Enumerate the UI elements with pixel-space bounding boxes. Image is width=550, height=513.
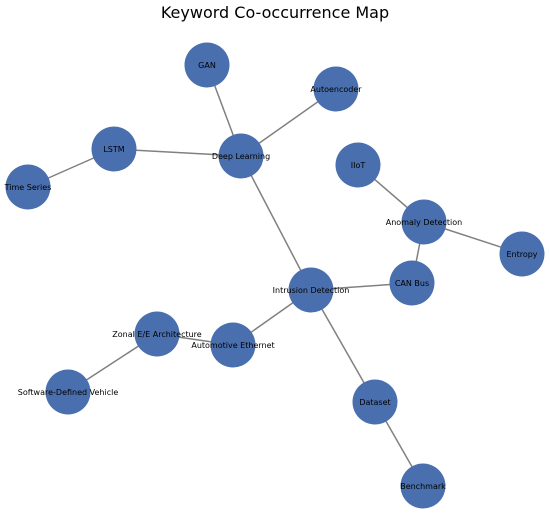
node-circle — [352, 379, 398, 425]
node-circle — [5, 164, 51, 210]
node-deep_learning: Deep Learning — [212, 133, 270, 179]
node-label: Anomaly Detection — [386, 218, 463, 227]
node-intrusion_detection: Intrusion Detection — [273, 267, 350, 313]
edge-deep_learning-intrusion_detection — [240, 155, 312, 291]
node-circle — [499, 231, 545, 277]
node-iiot: IIoT — [335, 142, 381, 188]
node-circle — [134, 311, 180, 357]
node-label: Deep Learning — [212, 152, 270, 161]
edge-layer — [27, 64, 523, 487]
node-circle — [210, 322, 256, 368]
node-anomaly_detection: Anomaly Detection — [386, 199, 463, 245]
node-can_bus: CAN Bus — [389, 260, 435, 306]
node-circle — [288, 267, 334, 313]
node-circle — [184, 42, 230, 88]
node-sdv: Software-Defined Vehicle — [18, 369, 119, 415]
node-circle — [218, 133, 264, 179]
node-label: Automotive Ethernet — [191, 341, 274, 350]
node-circle — [45, 369, 91, 415]
node-circle — [401, 199, 447, 245]
node-circle — [335, 142, 381, 188]
node-lstm: LSTM — [91, 126, 137, 172]
node-circle — [91, 126, 137, 172]
node-dataset: Dataset — [352, 379, 398, 425]
node-label: Benchmark — [400, 482, 446, 491]
node-label: GAN — [198, 61, 216, 70]
node-label: IIoT — [351, 161, 366, 170]
node-label: Zonal E/E Architecture — [112, 330, 202, 339]
node-time_series: Time Series — [4, 164, 52, 210]
node-automotive_ethernet: Automotive Ethernet — [191, 322, 275, 368]
node-gan: GAN — [184, 42, 230, 88]
node-zonal_ee: Zonal E/E Architecture — [112, 311, 202, 357]
node-autoencoder: Autoencoder — [310, 66, 362, 112]
node-circle — [400, 463, 446, 509]
node-benchmark: Benchmark — [400, 463, 446, 509]
node-circle — [313, 66, 359, 112]
node-label: Time Series — [4, 183, 52, 192]
node-entropy: Entropy — [499, 231, 545, 277]
node-label: Entropy — [506, 250, 537, 259]
node-label: Autoencoder — [310, 85, 362, 94]
node-label: Intrusion Detection — [273, 286, 350, 295]
node-circle — [389, 260, 435, 306]
node-label: LSTM — [103, 145, 124, 154]
node-label: Dataset — [359, 398, 390, 407]
graph-title: Keyword Co-occurrence Map — [161, 3, 389, 22]
node-label: CAN Bus — [395, 279, 429, 288]
node-label: Software-Defined Vehicle — [18, 388, 119, 397]
